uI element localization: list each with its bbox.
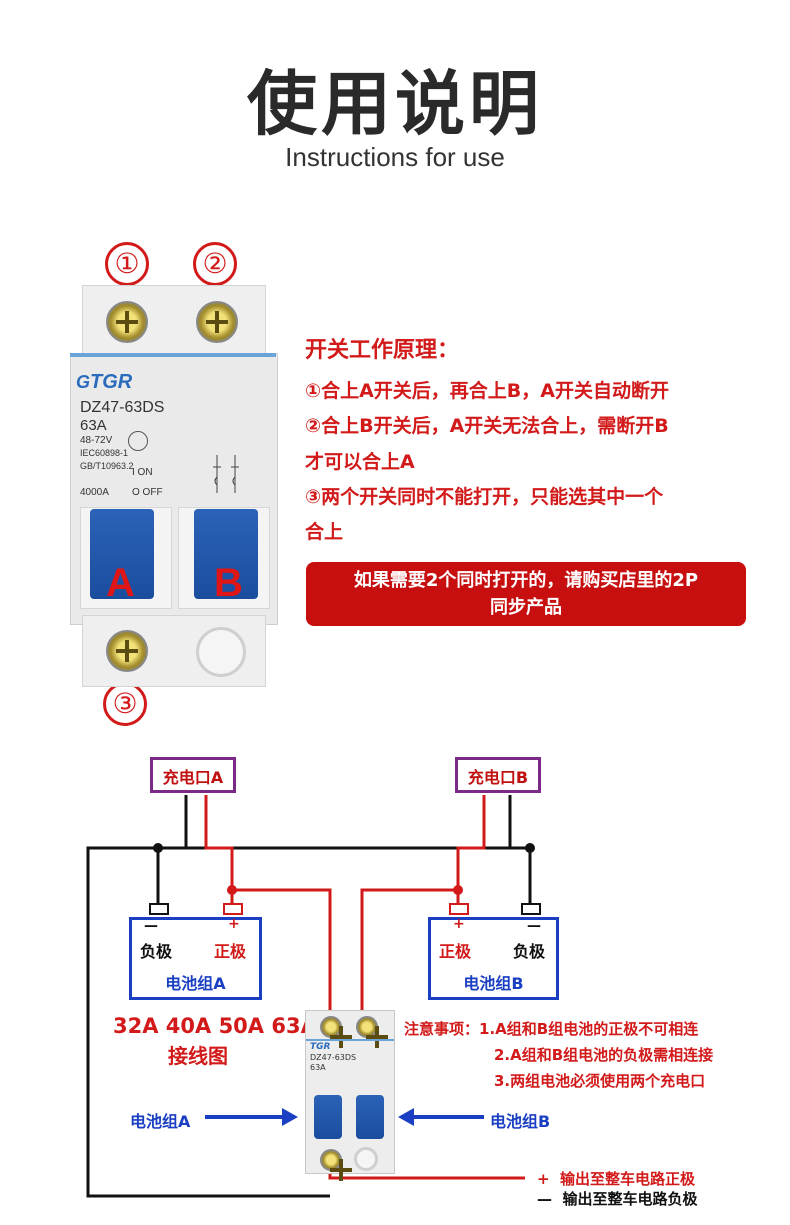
battery-a-minus-sign: —: [144, 918, 158, 934]
arrow-b-label: 电池组B: [490, 1112, 551, 1131]
battery-pack-b: + — 正极 负极 电池组B: [428, 916, 559, 1000]
diagram-brand-logo: TGR: [310, 1042, 331, 1052]
battery-a-positive-label: 正极: [214, 942, 247, 961]
battery-a-plus-sign: +: [228, 916, 240, 932]
circuit-symbol-icon: [213, 455, 239, 493]
switch-a-label: A: [106, 561, 135, 605]
empty-terminal-icon: [354, 1147, 378, 1171]
purchase-note-line1: 如果需要2个同时打开的，请购买店里的2P: [353, 570, 699, 591]
standard2-label: GB/T10963.2: [80, 461, 134, 471]
principle-item-2-cont: 才可以合上A: [305, 451, 415, 473]
screw-icon: [106, 630, 148, 672]
breaker-photo: GTGR DZ47-63DS 63A 48-72V IEC60898-1 GB/…: [70, 285, 278, 687]
diagram-switch-a: [314, 1095, 342, 1139]
voltage-label: 48-72V: [80, 435, 113, 446]
battery-b-positive-label: 正极: [439, 942, 472, 961]
battery-b-minus-sign: —: [527, 918, 541, 934]
battery-b-positive-terminal: [449, 903, 469, 915]
principle-heading: 开关工作原理：: [305, 338, 460, 363]
principle-item-1: ①合上A开关后，再合上B，A开关自动断开: [305, 380, 669, 402]
junction-dot: [153, 843, 163, 853]
principle-item-3-cont: 合上: [305, 521, 344, 543]
principle-item-3: ③两个开关同时不能打开，只能选其中一个: [305, 486, 664, 508]
charge-port-a: 充电口A: [150, 757, 236, 793]
switch-a-lever[interactable]: [90, 509, 154, 599]
diagram-breaker: TGR DZ47-63DS 63A: [305, 1010, 395, 1181]
principle-item-2: ②合上B开关后，A开关无法合上，需断开B: [305, 415, 669, 437]
capacity-label: 4000A: [80, 487, 109, 498]
junction-dot: [453, 885, 463, 895]
switch-b-lever[interactable]: [194, 509, 258, 599]
amperage-options: 32A 40A 50A 63A: [113, 1014, 317, 1038]
ccc-mark-icon: [128, 431, 148, 451]
battery-pack-a: — + 负极 正极 电池组A: [129, 916, 262, 1000]
battery-a-positive-terminal: [223, 903, 243, 915]
output-negative: — 输出至整车电路负极: [537, 1190, 698, 1208]
model-label: DZ47-63DS: [80, 399, 165, 416]
brand-logo-icon: G: [76, 372, 91, 392]
notice-item-2: 2.A组和B组电池的负极需相连接: [494, 1046, 714, 1064]
battery-a-name: 电池组A: [165, 974, 226, 993]
rating-label: 63A: [80, 417, 107, 434]
battery-b-negative-label: 负极: [513, 942, 546, 961]
notice-item-3: 3.两组电池必须使用两个充电口: [494, 1072, 706, 1090]
diagram-rating-label: 63A: [310, 1063, 326, 1072]
arrow-right-icon: [282, 1108, 298, 1126]
notice-item-1: 1.A组和B组电池的正极不可相连: [479, 1020, 699, 1038]
breaker-stripe: [70, 353, 276, 357]
page-subtitle: Instructions for use: [285, 142, 505, 172]
notice-title: 注意事项：1.A组和B组电池的正极不可相连: [404, 1020, 699, 1038]
brand-logo: GTGR: [76, 371, 133, 393]
diagram-model-label: DZ47-63DS: [310, 1053, 357, 1062]
purchase-note: 如果需要2个同时打开的，请购买店里的2P 同步产品: [306, 562, 746, 626]
battery-a-negative-terminal: [149, 903, 169, 915]
screw-icon: [196, 301, 238, 343]
charge-port-b: 充电口B: [455, 757, 541, 793]
page-title: 使用说明: [247, 63, 543, 145]
off-label: O OFF: [132, 487, 163, 498]
wiring-diagram-caption: 接线图: [168, 1044, 228, 1068]
arrow-left-icon: [398, 1108, 414, 1126]
screw-icon: [356, 1016, 388, 1048]
purchase-note-line2: 同步产品: [490, 597, 562, 618]
battery-b-name: 电池组B: [463, 974, 524, 993]
output-positive: + 输出至整车电路正极: [537, 1170, 696, 1188]
battery-b-negative-terminal: [521, 903, 541, 915]
standard1-label: IEC60898-1: [80, 448, 129, 458]
junction-dot: [227, 885, 237, 895]
screw-icon: [320, 1016, 352, 1048]
junction-dot: [525, 843, 535, 853]
switch-b-label: B: [214, 561, 243, 605]
diagram-switch-b: [356, 1095, 384, 1139]
on-label: I ON: [132, 467, 153, 478]
arrow-a-label: 电池组A: [130, 1112, 191, 1131]
screw-icon: [320, 1149, 352, 1181]
screw-icon: [106, 301, 148, 343]
battery-b-plus-sign: +: [453, 916, 465, 932]
terminal-marker-2: ②: [193, 242, 237, 286]
terminal-marker-1: ①: [105, 242, 149, 286]
empty-terminal-icon: [196, 627, 246, 677]
battery-a-negative-label: 负极: [140, 942, 173, 961]
